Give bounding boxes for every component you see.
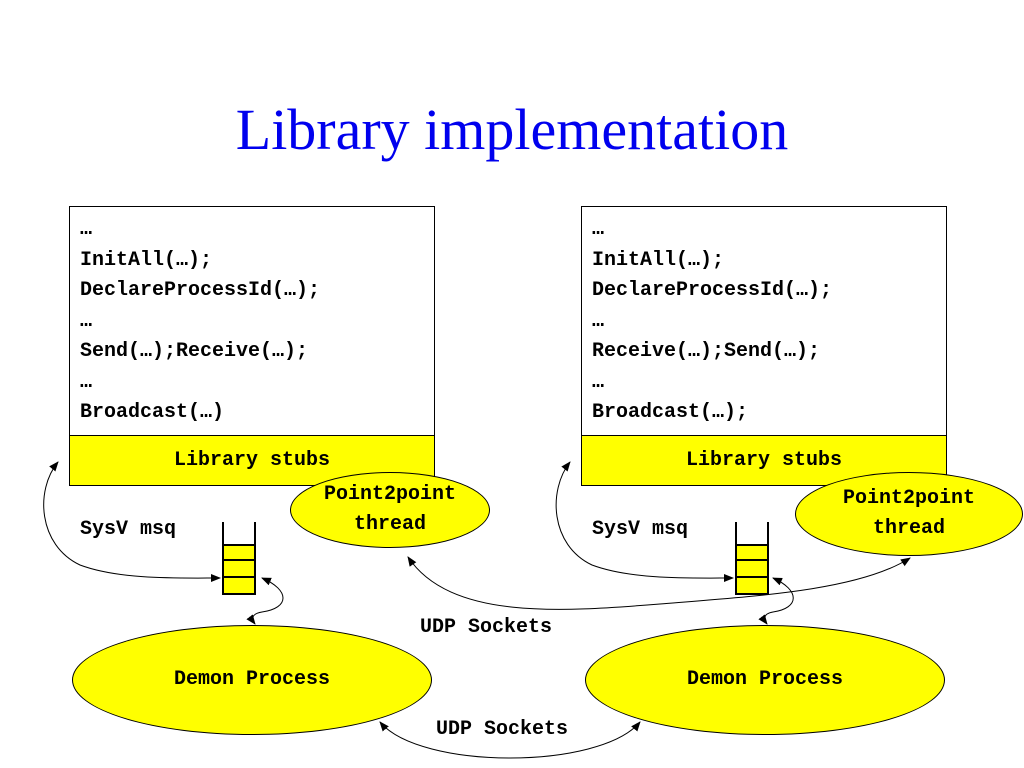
code-line: …: [80, 309, 93, 333]
left-queue-demon-arrow: [246, 577, 284, 625]
code-line: DeclareProcessId(…);: [592, 279, 833, 302]
slide-title: Library implementation: [235, 97, 789, 162]
left-sysv-msq-label: SysV msq: [80, 518, 177, 541]
right-demon-process: Demon Process: [585, 625, 945, 735]
right-point2point-thread: Point2point thread: [795, 472, 1023, 556]
right-message-queue: [735, 522, 769, 595]
left-stubs-queue-arrow: [43, 461, 221, 583]
code-line: …: [592, 309, 605, 333]
code-line: Broadcast(…): [80, 401, 225, 424]
code-line: …: [80, 218, 93, 241]
thread-udp-arrow: [407, 556, 911, 610]
code-line: …: [592, 370, 605, 394]
code-line: …: [80, 370, 93, 394]
left-message-queue: [222, 522, 256, 595]
left-code-lines: … InitAll(…); DeclareProcessId(…); … Sen…: [80, 215, 320, 429]
left-demon-process: Demon Process: [72, 625, 432, 735]
code-line: Broadcast(…);: [592, 401, 749, 424]
code-line: …: [592, 218, 605, 241]
code-line: Send(…);Receive(…);: [80, 340, 309, 363]
code-line: InitAll(…);: [80, 248, 213, 272]
udp-sockets-threads-label: UDP Sockets: [420, 616, 553, 639]
udp-sockets-demons-label: UDP Sockets: [436, 718, 569, 741]
demon-udp-arrow: [379, 721, 641, 759]
right-code-lines: … InitAll(…); DeclareProcessId(…); … Rec…: [592, 215, 832, 429]
code-line: Receive(…);Send(…);: [592, 340, 821, 363]
code-line: DeclareProcessId(…);: [80, 279, 321, 302]
code-line: InitAll(…);: [592, 248, 725, 272]
right-queue-demon-arrow: [758, 577, 794, 625]
left-point2point-thread: Point2point thread: [290, 472, 490, 548]
right-sysv-msq-label: SysV msq: [592, 518, 689, 541]
